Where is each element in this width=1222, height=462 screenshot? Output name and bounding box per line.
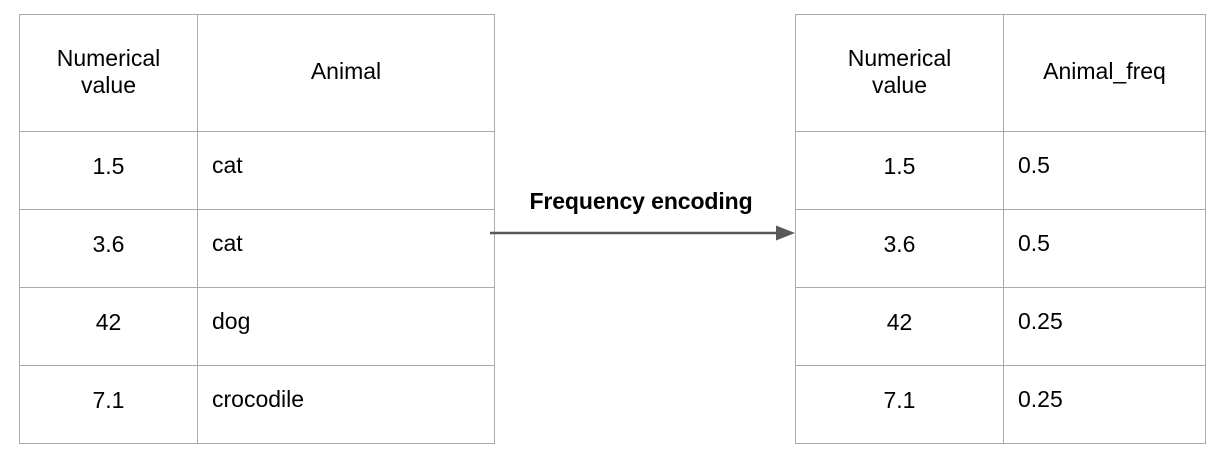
cell-animal-freq: 0.5: [1003, 131, 1206, 210]
right-arrow-icon: [490, 225, 795, 241]
cell-numerical-value: 1.5: [795, 131, 1004, 210]
table-row: 1.5 cat: [19, 131, 495, 210]
header-line-2: value: [872, 72, 927, 98]
output-table: Numerical value Animal_freq 1.5 0.5 3.6 …: [795, 14, 1206, 444]
table-header-row: Numerical value Animal_freq: [795, 14, 1206, 132]
transformation-label: Frequency encoding: [529, 188, 753, 214]
header-line-2: value: [81, 72, 136, 98]
table-row: 7.1 0.25: [795, 365, 1206, 444]
table-row: 3.6 cat: [19, 209, 495, 288]
cell-numerical-value: 42: [19, 287, 198, 366]
cell-numerical-value: 3.6: [795, 209, 1004, 288]
table-header-row: Numerical value Animal: [19, 14, 495, 132]
table-row: 3.6 0.5: [795, 209, 1206, 288]
transformation-arrow-group: Frequency encoding: [488, 188, 800, 268]
table-row: 42 0.25: [795, 287, 1206, 366]
table-row: 7.1 crocodile: [19, 365, 495, 444]
column-header-numerical-value: Numerical value: [795, 14, 1004, 132]
cell-numerical-value: 3.6: [19, 209, 198, 288]
cell-animal: dog: [197, 287, 495, 366]
header-line-1: Numerical: [56, 44, 161, 71]
header-line-1: Animal: [310, 58, 382, 85]
column-header-numerical-value: Numerical value: [19, 14, 198, 132]
cell-animal: cat: [197, 131, 495, 210]
cell-animal-freq: 0.5: [1003, 209, 1206, 288]
cell-numerical-value: 1.5: [19, 131, 198, 210]
cell-numerical-value: 7.1: [19, 365, 198, 444]
input-table: Numerical value Animal 1.5 cat 3.6 cat 4…: [19, 14, 495, 444]
header-line-1: Animal_freq: [1043, 58, 1166, 85]
cell-numerical-value: 7.1: [795, 365, 1004, 444]
cell-animal-freq: 0.25: [1003, 365, 1206, 444]
cell-animal-freq: 0.25: [1003, 287, 1206, 366]
column-header-animal-freq: Animal_freq: [1003, 14, 1206, 132]
cell-animal: cat: [197, 209, 495, 288]
cell-animal: crocodile: [197, 365, 495, 444]
header-line-1: Numerical: [847, 44, 952, 71]
table-row: 42 dog: [19, 287, 495, 366]
column-header-animal: Animal: [197, 14, 495, 132]
cell-numerical-value: 42: [795, 287, 1004, 366]
table-row: 1.5 0.5: [795, 131, 1206, 210]
